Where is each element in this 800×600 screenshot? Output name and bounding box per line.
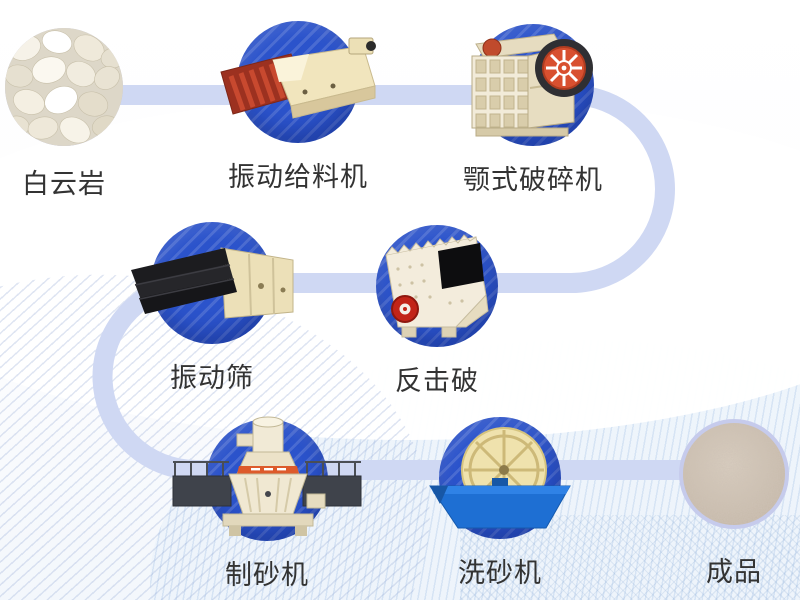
station-badge [5, 28, 123, 146]
station-sand-maker: 制砂机 [172, 416, 362, 600]
station-dolomite: 白云岩 [0, 28, 159, 228]
station-badge [206, 419, 328, 541]
station-badge [676, 416, 792, 532]
station-finished-product: 成品 [639, 416, 800, 600]
station-vibrating-feeder: 振动给料机 [203, 21, 393, 221]
station-badge [237, 21, 359, 143]
station-label: 成品 [706, 557, 762, 587]
station-badge [439, 417, 561, 539]
station-badge [151, 222, 273, 344]
finished-product-icon [679, 419, 789, 529]
dolomite-rock-icon [5, 28, 123, 146]
station-label: 振动给料机 [228, 162, 368, 192]
station-label: 洗砂机 [458, 558, 542, 588]
station-impact-crusher: 反击破 [342, 225, 532, 425]
station-badge [376, 225, 498, 347]
station-vibrating-screen: 振动筛 [117, 222, 307, 422]
station-label: 振动筛 [170, 363, 254, 393]
station-label: 制砂机 [225, 560, 309, 590]
station-badge [472, 24, 594, 146]
station-label: 颚式破碎机 [463, 165, 603, 195]
station-label: 反击破 [395, 366, 479, 396]
station-jaw-crusher: 颚式破碎机 [438, 24, 628, 224]
station-label: 白云岩 [22, 169, 106, 199]
station-sand-washer: 洗砂机 [405, 417, 595, 600]
